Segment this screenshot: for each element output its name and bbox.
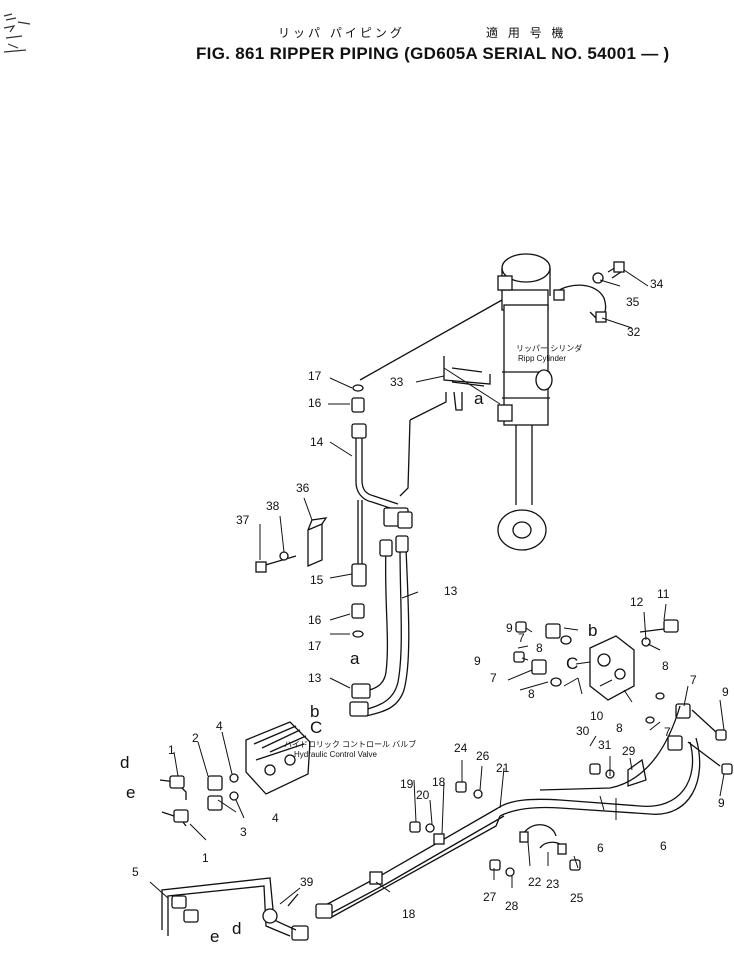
callout-33: 33: [390, 375, 404, 389]
connector-c: C: [310, 718, 323, 737]
callout-17: 17: [308, 369, 322, 383]
connector-b: b: [310, 702, 320, 721]
callout-22: 22: [528, 875, 542, 889]
callout-11: 11: [657, 587, 670, 601]
ripp-cylinder-jp-note: リッパー シリンダ: [516, 344, 583, 353]
callout-16: 16: [308, 396, 322, 410]
callout-18: 18: [432, 775, 446, 789]
callout-13: 13: [444, 584, 458, 598]
connector-d: d: [120, 753, 130, 772]
callout-7: 7: [490, 671, 497, 685]
callout-20: 20: [416, 788, 430, 802]
callout-17: 17: [308, 639, 322, 653]
callout-9: 9: [506, 621, 513, 635]
callout-8: 8: [536, 641, 543, 655]
connector-a: a: [474, 389, 484, 408]
callout-36: 36: [296, 481, 310, 495]
callout-12: 12: [630, 595, 644, 609]
callout-6: 6: [660, 839, 667, 853]
callout-25: 25: [570, 891, 584, 905]
callout-1: 1: [202, 851, 209, 865]
control-valve-jp-note: ハイドロリック コントロール バルブ: [284, 740, 417, 749]
callout-2: 2: [192, 731, 199, 745]
callout-8: 8: [616, 721, 623, 735]
callout-7: 7: [518, 631, 525, 645]
figure-title: FIG. 861 RIPPER PIPING (GD605A SERIAL NO…: [196, 44, 670, 63]
callout-32: 32: [627, 325, 641, 339]
callout-5: 5: [132, 865, 139, 879]
callout-9: 9: [474, 654, 481, 668]
callout-8: 8: [528, 687, 535, 701]
japanese-serial-label: 適 用 号 機: [486, 26, 567, 40]
callout-1: 1: [168, 743, 175, 757]
callout-26: 26: [476, 749, 490, 763]
connector-a: a: [350, 649, 360, 668]
callout-3: 3: [240, 825, 247, 839]
callout-23: 23: [546, 877, 560, 891]
callout-24: 24: [454, 741, 468, 755]
connector-d: d: [232, 919, 242, 938]
callout-9: 9: [718, 796, 725, 810]
callout-13: 13: [308, 671, 322, 685]
callout-6: 6: [597, 841, 604, 855]
callout-28: 28: [505, 899, 519, 913]
callout-34: 34: [650, 277, 664, 291]
callout-16: 16: [308, 613, 322, 627]
callout-39: 39: [300, 875, 314, 889]
callout-19: 19: [400, 777, 414, 791]
callout-27: 27: [483, 890, 497, 904]
callout-14: 14: [310, 435, 324, 449]
callout-4: 4: [216, 719, 223, 733]
callout-7: 7: [664, 725, 671, 739]
control-valve-note: Hydraulic Control Valve: [294, 750, 377, 759]
callout-21: 21: [496, 761, 510, 775]
corner-stamp: [2, 8, 32, 58]
callout-18: 18: [402, 907, 416, 921]
callout-15: 15: [310, 573, 324, 587]
callout-4: 4: [272, 811, 279, 825]
callout-38: 38: [266, 499, 280, 513]
callout-35: 35: [626, 295, 640, 309]
japanese-title: リッパ パイピング: [278, 26, 405, 40]
callout-31: 31: [598, 738, 612, 752]
callout-9: 9: [722, 685, 729, 699]
callout-8: 8: [662, 659, 669, 673]
connector-e: e: [210, 927, 220, 946]
callout-7: 7: [690, 673, 697, 687]
callout-30: 30: [576, 724, 590, 738]
connector-c: C: [566, 654, 579, 673]
connector-b: b: [588, 621, 598, 640]
callout-29: 29: [622, 744, 636, 758]
callout-37: 37: [236, 513, 250, 527]
connector-e: e: [126, 783, 136, 802]
ripp-cylinder-note: Ripp Cylinder: [518, 354, 567, 363]
ripper-cylinder: [497, 253, 553, 551]
callout-10: 10: [590, 709, 604, 723]
hydraulic-control-valve: [245, 721, 311, 795]
